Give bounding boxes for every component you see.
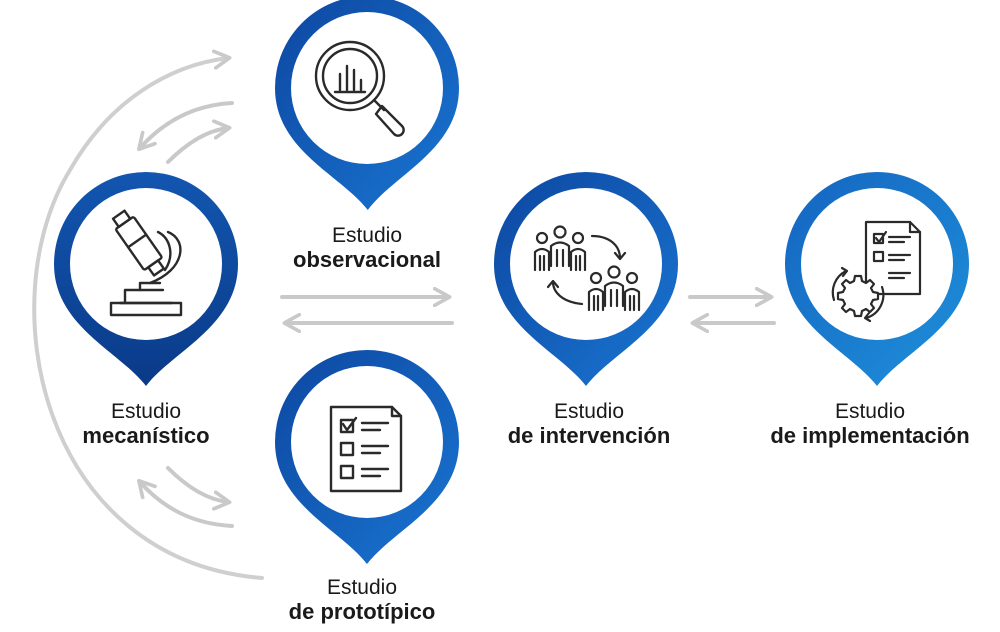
mecanistico-observacional-arrows bbox=[140, 101, 234, 164]
people-cycle-icon bbox=[533, 225, 641, 312]
magnifier-chart-icon bbox=[314, 40, 405, 137]
checklist-icon bbox=[329, 405, 403, 493]
pin-mecanistico bbox=[54, 172, 238, 386]
label-intervencion-line2: de intervención bbox=[507, 422, 671, 448]
label-implementacion-line2: de implementación bbox=[770, 422, 970, 448]
outer-cycle-arrow bbox=[32, 58, 264, 580]
label-observacional: Estudio observacional bbox=[237, 224, 497, 272]
pin-implementacion bbox=[785, 172, 969, 386]
pin-prototipico bbox=[275, 350, 459, 564]
label-implementacion-line1: Estudio bbox=[834, 400, 906, 423]
label-prototipico-line2: de prototípico bbox=[288, 598, 436, 624]
right-bidirectional-arrows bbox=[688, 297, 776, 323]
label-intervencion-line1: Estudio bbox=[553, 400, 625, 423]
label-prototipico-line1: Estudio bbox=[326, 576, 398, 599]
label-mecanistico-line2: mecanístico bbox=[82, 422, 210, 448]
label-prototipico: Estudio de prototípico bbox=[232, 576, 492, 624]
label-observacional-line2: observacional bbox=[293, 246, 441, 272]
pin-intervencion bbox=[494, 172, 678, 386]
label-intervencion: Estudio de intervención bbox=[459, 400, 719, 448]
microscope-icon bbox=[109, 209, 183, 317]
document-gear-icon bbox=[831, 220, 922, 323]
label-mecanistico-line1: Estudio bbox=[110, 400, 182, 423]
label-observacional-line1: Estudio bbox=[331, 224, 403, 247]
label-implementacion: Estudio de implementación bbox=[740, 400, 1000, 448]
center-bidirectional-arrows bbox=[280, 297, 454, 323]
mecanistico-prototipico-arrows bbox=[140, 466, 234, 528]
label-mecanistico: Estudio mecanístico bbox=[16, 400, 276, 448]
